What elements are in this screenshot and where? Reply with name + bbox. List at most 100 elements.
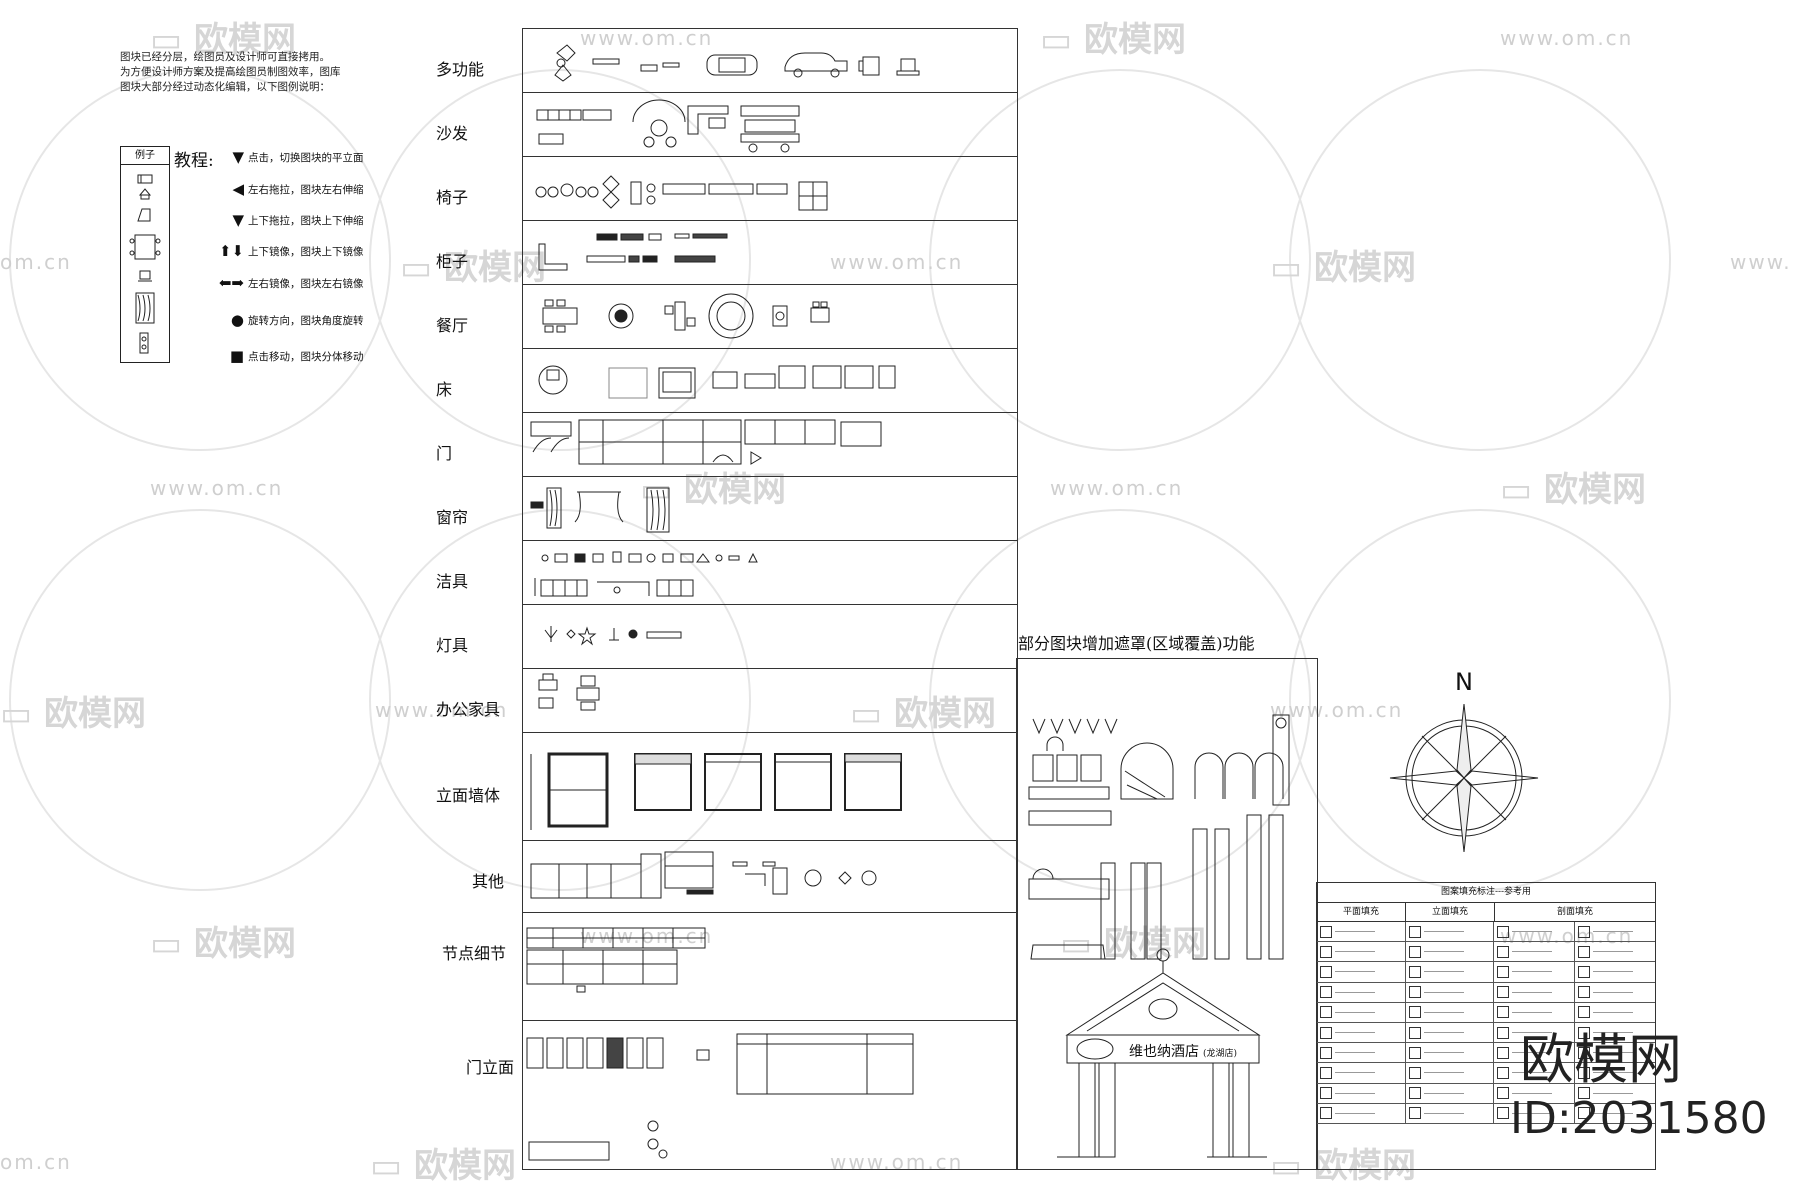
watermark-url: www.om.cn — [1050, 476, 1184, 500]
hatch-swatch-icon — [1320, 1066, 1332, 1079]
hatch-caption-line — [1512, 991, 1553, 993]
hatch-caption-line — [1335, 1011, 1375, 1013]
watermark-id: ID:2031580 — [1510, 1093, 1768, 1144]
watermark-url: www. — [1730, 250, 1792, 274]
fill-table-cell — [1575, 1003, 1655, 1022]
hatch-swatch-icon — [1320, 925, 1332, 938]
category-label: 洁具 — [436, 572, 469, 591]
fill-table-cell — [1575, 1023, 1655, 1042]
fill-table-cell — [1494, 982, 1576, 1002]
multifunction-blocks-drawing — [554, 44, 920, 82]
fill-table-cell — [1317, 1103, 1406, 1123]
category-label: 门 — [436, 444, 453, 463]
tutorial-row-text: 旋转方向，图块角度旋转 — [248, 315, 364, 327]
hatch-caption-line — [1335, 931, 1375, 933]
tutorial-row-text: 左右拖拉，图块左右伸缩 — [248, 184, 364, 196]
hatch-caption-line — [1593, 991, 1634, 993]
hatch-caption-line — [1335, 1032, 1375, 1034]
arrow-left-right-icon: ⬅➡ — [218, 274, 244, 292]
square-icon: ■ — [229, 347, 244, 365]
tutorial-row: ⬅➡ 左右镜像，图块左右镜像 — [194, 276, 364, 291]
triangle-down-icon: ▼ — [232, 211, 244, 229]
fill-table-row — [1317, 1063, 1655, 1084]
hatch-caption-line — [1423, 971, 1464, 973]
hatch-caption-line — [1593, 931, 1634, 933]
hatch-swatch-icon — [1497, 1026, 1510, 1039]
hatch-caption-line — [1512, 1112, 1553, 1114]
legend-sample-icons — [129, 174, 161, 354]
watermark-url: om.cn — [0, 1150, 72, 1174]
hatch-swatch-icon — [1497, 1006, 1510, 1019]
cabinet-blocks-drawing — [538, 233, 728, 271]
category-label: 椅子 — [436, 188, 469, 207]
chair-blocks-drawing — [535, 175, 828, 211]
hatch-swatch-icon — [1408, 945, 1421, 958]
fill-table-cell — [1317, 1043, 1406, 1063]
row-other — [523, 840, 1017, 913]
intro-text: 图块已经分层，绘图员及设计师可直接拷用。 为方便设计师方案及提高绘图员制图效率，… — [120, 50, 380, 95]
hatch-caption-line — [1423, 1112, 1464, 1114]
watermark-brand: ▭ 欧模网 — [1040, 20, 1186, 60]
watermark-brand: ▭ 欧模网 — [150, 924, 296, 964]
hatch-swatch-icon — [1408, 1046, 1421, 1059]
hatch-swatch-icon — [1578, 986, 1591, 999]
category-label: 柜子 — [436, 252, 469, 271]
fill-table-cell — [1406, 982, 1495, 1002]
hatch-swatch-icon — [1408, 1087, 1421, 1100]
hatch-caption-line — [1512, 1052, 1553, 1054]
fill-table-title: 图案填充标注---参考用 — [1317, 883, 1655, 903]
other-blocks-drawing — [530, 851, 877, 899]
fill-table-cell — [1575, 962, 1655, 981]
tutorial-row: ■ 点击移动，图块分体移动 — [194, 349, 364, 364]
hatch-caption-line — [1593, 1052, 1634, 1054]
bed-blocks-drawing — [538, 365, 896, 399]
hatch-swatch-icon — [1578, 1026, 1591, 1039]
category-label: 立面墙体 — [436, 786, 501, 805]
hatch-swatch-icon — [1497, 1087, 1510, 1100]
watermark-brand: ▭ 欧模网 — [1270, 1146, 1416, 1186]
row-office-furniture — [523, 668, 1017, 733]
fill-table-row — [1317, 1083, 1655, 1104]
hatch-caption-line — [1512, 1092, 1553, 1094]
hatch-swatch-icon — [1497, 965, 1510, 978]
hatch-caption-line — [1512, 1032, 1553, 1034]
compass-north-label: N — [1455, 668, 1473, 696]
fill-table-cell — [1406, 962, 1495, 982]
architecture-elements-frame: 维也纳酒店 (龙湖店) — [1016, 658, 1318, 1170]
hatch-caption-line — [1335, 951, 1375, 953]
fill-table-row — [1317, 1103, 1655, 1124]
fill-table-row — [1317, 982, 1655, 1003]
fill-table-header: 平面填充 立面填充 剖面填充 — [1317, 903, 1655, 922]
legend-example-box: 例子 — [120, 146, 170, 363]
fill-table-cell — [1575, 1104, 1655, 1123]
sanitary-blocks-drawing — [534, 551, 758, 597]
hatch-swatch-icon — [1497, 986, 1510, 999]
fill-table-row — [1317, 1002, 1655, 1023]
hatch-caption-line — [1335, 1092, 1375, 1094]
watermark-brand: ▭ 欧模网 — [150, 20, 296, 60]
fill-table-cell — [1317, 942, 1406, 962]
row-multifunction — [523, 29, 1017, 93]
hatch-caption-line — [1593, 1072, 1634, 1074]
fill-table-cell — [1494, 922, 1576, 942]
fill-table-cell — [1494, 962, 1576, 982]
hatch-swatch-icon — [1320, 1046, 1332, 1059]
watermark-brand: ▭ 欧模网 — [1500, 470, 1646, 510]
fill-table-cell — [1406, 1103, 1495, 1123]
fill-table-cell — [1575, 942, 1655, 961]
intro-line: 图块大部分经过动态化编辑，以下图例说明： — [120, 81, 330, 93]
lighting-blocks-drawing — [544, 626, 682, 646]
fill-table-row — [1317, 1043, 1655, 1064]
fill-table-cell — [1494, 1022, 1576, 1043]
hatch-swatch-icon — [1320, 1087, 1332, 1100]
watermark-url: www.om.cn — [1500, 26, 1634, 50]
tutorial-row-text: 点击，切换图块的平立面 — [248, 152, 364, 164]
hatch-caption-line — [1423, 1092, 1464, 1094]
fill-table-header-cell: 立面填充 — [1406, 903, 1495, 921]
hatch-swatch-icon — [1408, 1066, 1421, 1079]
fill-table-header-cell: 剖面填充 — [1556, 907, 1593, 917]
fill-table-cell — [1406, 1063, 1495, 1083]
elevation-wall-blocks-drawing — [530, 752, 902, 830]
hatch-caption-line — [1512, 931, 1553, 933]
fill-table-cell — [1406, 1002, 1495, 1022]
